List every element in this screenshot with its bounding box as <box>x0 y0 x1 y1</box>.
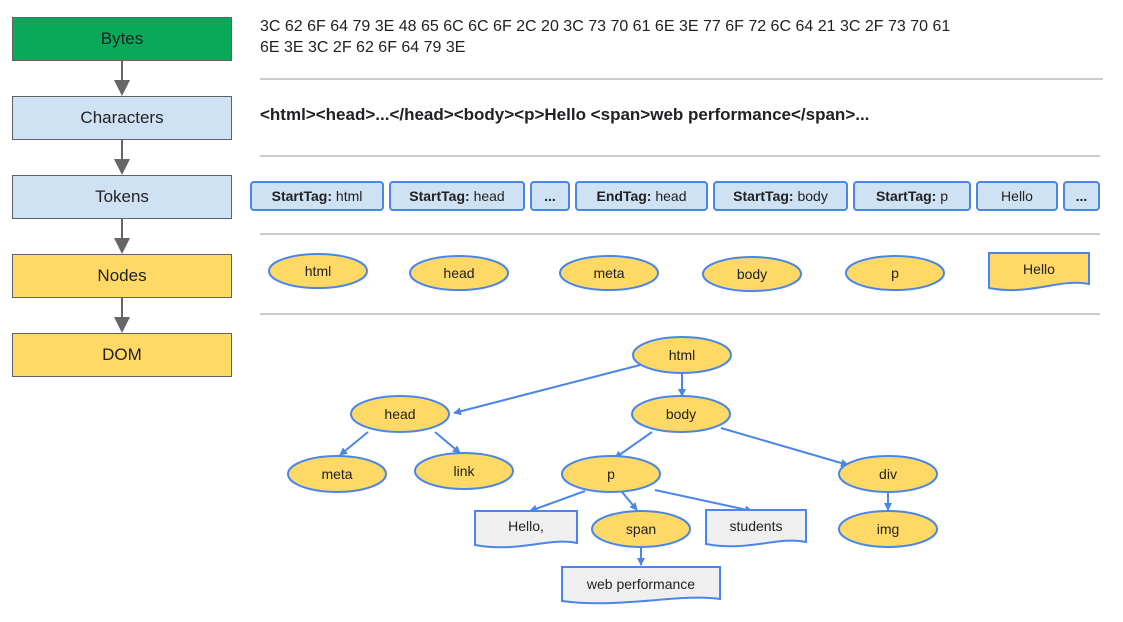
node-p: p <box>845 255 945 291</box>
stage-nodes: Nodes <box>12 254 232 298</box>
dom-text-webperf: web performance <box>561 566 721 605</box>
token-value: p <box>940 188 949 204</box>
stage-characters: Characters <box>12 96 232 140</box>
dom-node-span: span <box>591 510 691 548</box>
separator-2 <box>260 155 1100 157</box>
dom-node-p-label: p <box>607 466 615 482</box>
token-kind: StartTag: <box>733 188 794 204</box>
token-starttag-p: StartTag: p <box>853 181 971 211</box>
dom-node-body-label: body <box>666 406 696 422</box>
dom-node-link-label: link <box>453 463 475 479</box>
token-kind: StartTag: <box>875 188 937 204</box>
dom-text-hello: Hello, <box>474 510 578 549</box>
dom-node-head: head <box>350 395 450 433</box>
token-kind: StartTag: <box>271 188 333 204</box>
node-head-label: head <box>443 265 474 281</box>
edge-body-div <box>720 427 849 467</box>
node-text-hello-label: Hello <box>1023 261 1055 277</box>
edge-p-hello <box>529 490 586 513</box>
token-kind: ... <box>1075 188 1088 204</box>
dom-text-students-label: students <box>730 518 783 534</box>
dom-node-head-label: head <box>384 406 415 422</box>
dom-text-students: students <box>705 509 807 548</box>
stage-tokens: Tokens <box>12 175 232 219</box>
bytes-line-1: 3C 62 6F 64 79 3E 48 65 6C 6C 6F 2C 20 3… <box>260 18 951 35</box>
node-body: body <box>702 256 802 292</box>
token-starttag-body: StartTag: body <box>713 181 848 211</box>
dom-node-meta-label: meta <box>321 466 352 482</box>
nodes-row: html head meta body p Hello <box>268 252 1090 292</box>
edge-head-meta <box>339 431 369 456</box>
stage-nodes-label: Nodes <box>97 266 147 285</box>
dom-node-img-label: img <box>877 521 900 537</box>
token-value: head <box>655 188 687 204</box>
node-meta: meta <box>559 255 659 291</box>
node-html: html <box>268 253 368 289</box>
characters-text: <html><head>...</head><body><p>Hello <sp… <box>260 105 870 124</box>
dom-node-div: div <box>838 455 938 493</box>
dom-node-html-label: html <box>669 347 695 363</box>
dom-node-html: html <box>632 336 732 374</box>
dom-node-span-label: span <box>626 521 656 537</box>
node-head: head <box>409 255 509 291</box>
node-p-label: p <box>891 265 899 281</box>
separator-4 <box>260 313 1100 315</box>
node-meta-label: meta <box>593 265 624 281</box>
dom-node-link: link <box>414 452 514 490</box>
dom-node-div-label: div <box>879 466 897 482</box>
token-starttag-html: StartTag: html <box>250 181 384 211</box>
token-endtag-head: EndTag: head <box>575 181 708 211</box>
token-kind: StartTag: <box>409 188 470 204</box>
token-ellipsis-2: ... <box>1063 181 1100 211</box>
node-text-hello: Hello <box>988 252 1090 292</box>
separator-1 <box>260 78 1103 80</box>
node-body-label: body <box>737 266 767 282</box>
token-starttag-head: StartTag: head <box>389 181 525 211</box>
edge-p-span <box>621 491 638 511</box>
token-value: Hello <box>1001 188 1033 204</box>
token-value: html <box>335 188 363 204</box>
stage-bytes-label: Bytes <box>100 29 144 48</box>
stage-dom-label: DOM <box>102 345 142 364</box>
stage-characters-label: Characters <box>80 108 164 127</box>
dom-text-webperf-label: web performance <box>586 576 695 592</box>
node-html-label: html <box>305 263 331 279</box>
edge-head-link <box>434 431 461 454</box>
stage-bytes: Bytes <box>12 17 232 61</box>
stage-tokens-label: Tokens <box>95 187 149 206</box>
token-kind: ... <box>544 188 556 204</box>
token-value: head <box>473 188 505 204</box>
dom-node-img: img <box>838 510 938 548</box>
token-value: body <box>797 188 828 204</box>
token-ellipsis-1: ... <box>530 181 570 211</box>
dom-text-hello-label: Hello, <box>508 518 544 534</box>
stage-dom: DOM <box>12 333 232 377</box>
token-kind: EndTag: <box>596 188 652 204</box>
token-text-hello: Hello <box>976 181 1058 211</box>
pipeline-arrows <box>114 61 130 333</box>
separator-3 <box>260 233 1100 235</box>
edge-p-students <box>654 489 753 514</box>
edge-html-head <box>453 364 641 416</box>
dom-node-body: body <box>631 395 731 433</box>
dom-node-p: p <box>561 455 661 493</box>
bytes-line-2: 6E 3E 3C 2F 62 6F 64 79 3E <box>260 39 466 56</box>
edge-body-p <box>614 431 653 459</box>
dom-node-meta: meta <box>287 455 387 493</box>
